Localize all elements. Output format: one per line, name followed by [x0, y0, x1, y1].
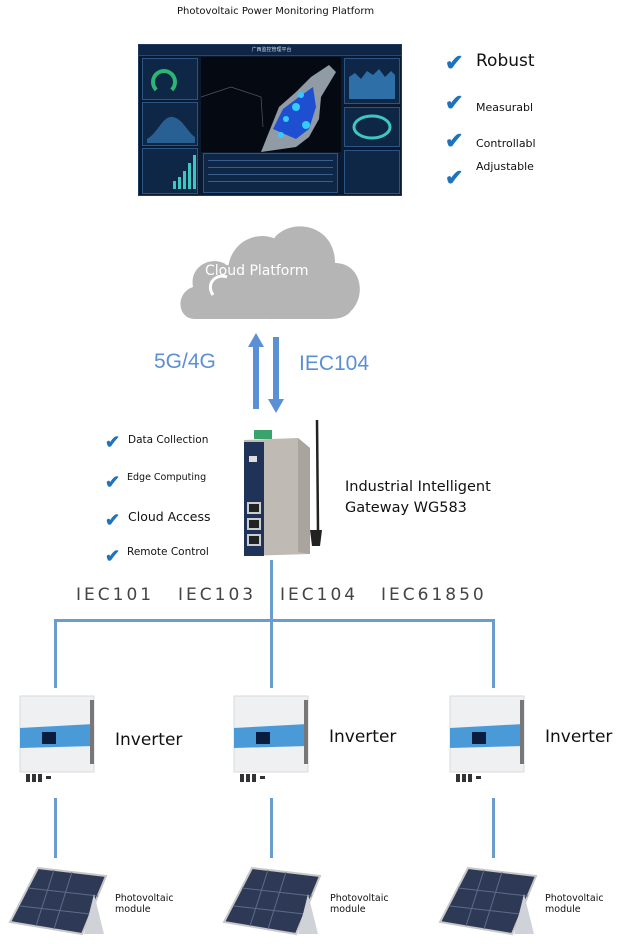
pv-module-label-3-line1: Photovoltaic — [545, 893, 604, 904]
checkmark-icon: ✔ — [105, 546, 121, 566]
checkmark-icon: ✔ — [445, 128, 464, 153]
feature-robust: Robust — [476, 51, 535, 71]
pv-module-label-3: Photovoltaic module — [545, 893, 604, 915]
pv-line-3 — [492, 798, 495, 858]
uplink-5g4g-label: 5G/4G — [154, 350, 216, 373]
pv-module-label-1-line1: Photovoltaic — [115, 893, 174, 904]
protocol-iec101: IEC101 — [76, 585, 155, 605]
dashboard-panel-line — [344, 58, 400, 104]
dashboard-panel-area — [142, 102, 198, 146]
monitoring-dashboard-image: 广西监控管理平台 — [138, 44, 402, 196]
bus-line-left — [54, 619, 57, 688]
pv-module-label-1-line2: module — [115, 904, 151, 915]
solar-panel-icon — [8, 866, 108, 936]
checkmark-icon: ✔ — [445, 50, 464, 75]
checkmark-icon: ✔ — [105, 472, 121, 492]
dashboard-panel-bars — [142, 148, 198, 194]
pv-module-label-3-line2: module — [545, 904, 581, 915]
inverter-icon — [19, 695, 95, 782]
dashboard-map — [200, 57, 341, 152]
inverter-label-3: Inverter — [545, 727, 613, 747]
dashboard-topbar — [139, 45, 401, 56]
checkmark-icon: ✔ — [105, 432, 121, 452]
feature-measurable: Measurabl — [476, 101, 534, 114]
uplink-iec104-label: IEC104 — [299, 352, 370, 375]
diagram-title: Photovoltaic Power Monitoring Platform — [177, 6, 375, 17]
area-chart-icon — [147, 116, 195, 143]
checkmark-icon: ✔ — [445, 90, 464, 115]
pv-line-2 — [270, 798, 273, 858]
protocol-iec104: IEC104 — [280, 585, 359, 605]
gateway-label-line2: Gateway WG583 — [345, 500, 467, 516]
dashboard-table — [203, 153, 338, 193]
gateway-label: Industrial Intelligent Gateway WG583 — [345, 477, 491, 519]
pv-module-label-2: Photovoltaic module — [330, 893, 389, 915]
inverter-icon — [449, 695, 525, 782]
pv-line-1 — [54, 798, 57, 858]
inverter-label-1: Inverter — [115, 730, 183, 750]
gateway-label-line1: Industrial Intelligent — [345, 479, 491, 495]
pv-module-label-1: Photovoltaic module — [115, 893, 174, 915]
cloud-platform-label: Cloud Platform — [205, 263, 309, 279]
bidirectional-arrow-icon — [248, 333, 284, 413]
cloud-icon — [175, 215, 365, 325]
checkmark-icon: ✔ — [105, 510, 121, 530]
inverter-icon — [233, 695, 309, 782]
bus-line-center — [270, 560, 273, 688]
gauge-icon — [151, 69, 177, 95]
dashboard-panel-gauge — [142, 58, 198, 100]
protocol-iec103: IEC103 — [178, 585, 257, 605]
inverter-label-2: Inverter — [329, 727, 397, 747]
dashboard-header: 广西监控管理平台 — [251, 47, 292, 53]
feature-controllable: Controllabl — [476, 137, 536, 150]
ring-chart-icon — [352, 114, 392, 140]
gateway-feature-edge-computing: Edge Computing — [127, 472, 207, 483]
bus-line-horizontal — [54, 619, 495, 622]
pv-module-label-2-line1: Photovoltaic — [330, 893, 389, 904]
dashboard-panel-ring — [344, 107, 400, 147]
gateway-device-icon — [244, 419, 322, 556]
feature-adjustable: Adjustable — [476, 160, 534, 173]
checkmark-icon: ✔ — [445, 165, 464, 190]
solar-panel-icon — [438, 866, 538, 936]
bus-line-right — [492, 619, 495, 688]
map-region-icon — [200, 65, 336, 152]
pv-module-label-2-line2: module — [330, 904, 366, 915]
gateway-feature-data-collection: Data Collection — [128, 434, 209, 446]
gateway-feature-cloud-access: Cloud Access — [128, 509, 211, 524]
solar-panel-icon — [222, 866, 322, 936]
line-chart-icon — [349, 69, 395, 99]
gateway-feature-remote-control: Remote Control — [127, 546, 209, 558]
dashboard-panel-list — [344, 150, 400, 194]
protocol-iec61850: IEC61850 — [381, 585, 487, 605]
